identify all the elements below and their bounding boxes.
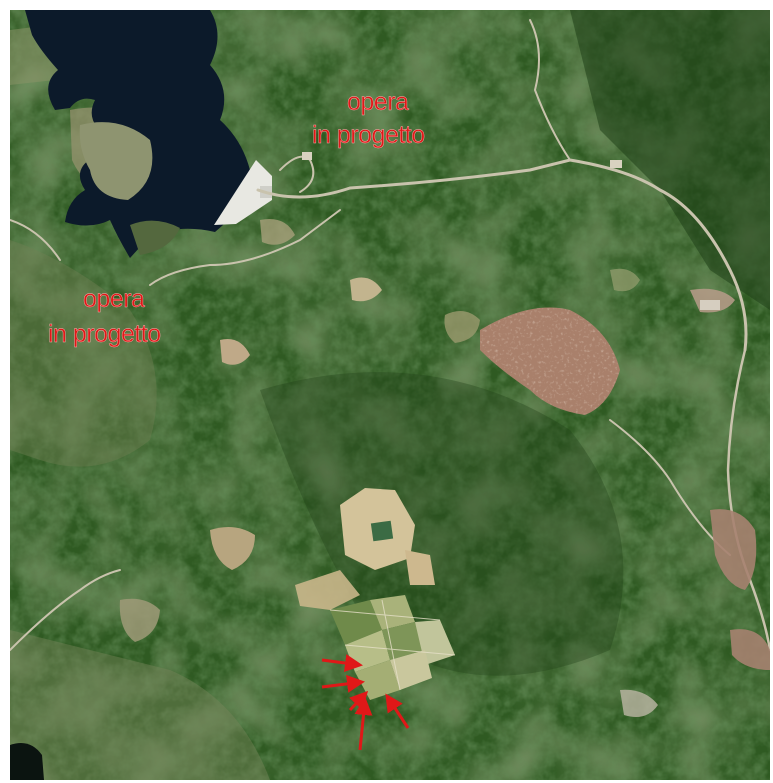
road-network [10,19,770,652]
label-top: opera in progetto [312,88,426,149]
building-near-road [610,160,622,168]
lake-peninsula [79,122,153,200]
field-block-f [355,660,400,700]
dark-forest-center [260,372,624,676]
road-southwest [10,569,121,651]
road-village-link [609,419,731,556]
field-block-d [382,622,425,660]
label-left: opera in progetto [48,285,162,348]
dam [214,160,272,225]
rocky-slope-southwest [10,630,270,780]
field-pond [370,520,394,542]
field-block-b [370,595,415,630]
label-left-line2: in progetto [48,320,161,348]
hamlet-east [710,509,757,590]
lake-peninsula-south [130,220,180,255]
building-northeast-1 [700,300,720,310]
arrow-4 [385,693,410,729]
label-left-line1: opera [83,285,145,313]
field-block-g [390,650,432,690]
arrow-5 [348,690,369,712]
road-upper [256,158,748,352]
aerial-map: opera in progetto opera in progetto [10,10,770,780]
field-west [295,570,360,610]
road-west-bend [10,219,61,261]
village [480,288,770,670]
label-top-line1: opera [347,88,409,116]
building-dam-area [302,152,312,160]
corner-shadow [10,742,44,780]
hamlet-east-south [730,629,770,670]
clearings [119,219,658,718]
label-top-line2: in progetto [312,121,425,149]
rocky-slope-west [10,240,157,467]
dark-forest-east [570,10,770,310]
road-northeast [529,19,571,161]
farm-fields [295,488,456,700]
site-arrows [321,654,410,751]
road-lower-west [149,209,341,286]
field-strip [405,550,435,585]
arrow-1 [321,654,363,672]
arrow-2 [321,674,365,693]
